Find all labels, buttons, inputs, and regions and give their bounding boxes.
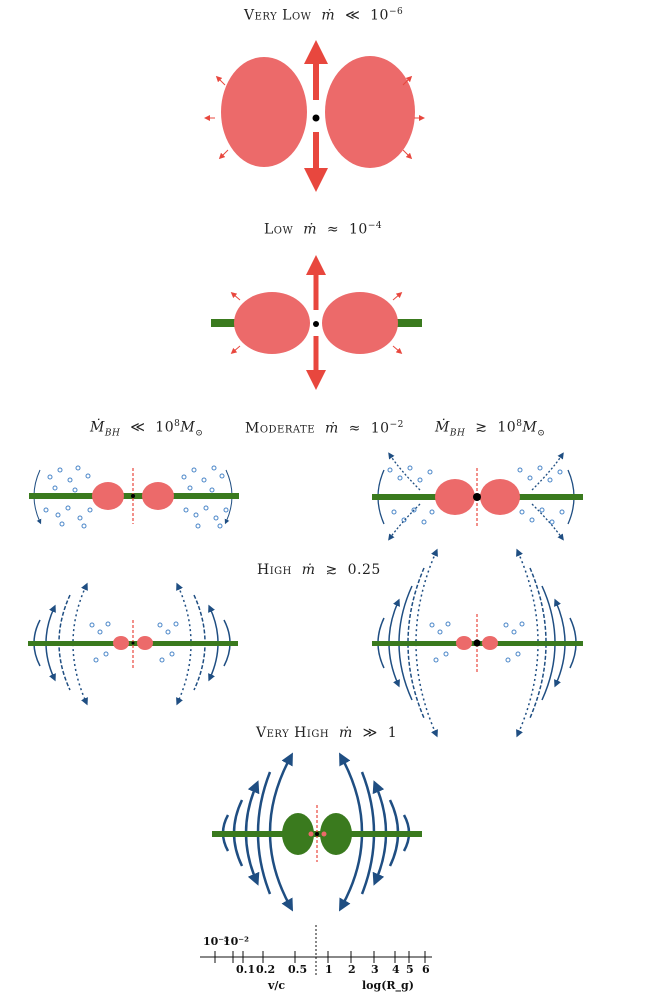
tick-label-r-3: 3 xyxy=(371,963,379,976)
torus-right xyxy=(325,56,415,168)
panel-moderate-left xyxy=(29,465,239,529)
mass-label-left: ṀBH ≪ 108M⊙ xyxy=(90,419,204,439)
regime-label-very-low: Very Low ṁ ≪ 10−6 xyxy=(244,7,404,24)
regime-label-high: High ṁ ≳ 0.25 xyxy=(257,562,381,578)
torus-right xyxy=(142,482,174,510)
black-hole xyxy=(312,114,320,122)
regime-label-low: Low ṁ ≈ 10−4 xyxy=(264,221,383,238)
disk-left xyxy=(211,319,243,327)
black-hole xyxy=(313,321,319,327)
torus-right xyxy=(480,479,520,515)
panel-very-high xyxy=(212,752,422,912)
tick-label-vc-0.5: 0.5 xyxy=(288,963,307,976)
panel-high-left xyxy=(28,582,238,706)
torus-left xyxy=(92,482,124,510)
green-torus-left xyxy=(282,813,314,855)
tick-label-r-5: 5 xyxy=(406,963,414,976)
tick-label-r-4: 4 xyxy=(392,963,400,976)
black-hole xyxy=(131,494,135,498)
clumps xyxy=(387,465,565,525)
black-hole xyxy=(473,493,481,501)
tick-label-vc-1e-2: 10⁻² xyxy=(223,935,249,948)
mass-label-right: ṀBH ≳ 108M⊙ xyxy=(435,419,546,439)
tick-label-r-6: 6 xyxy=(422,963,430,976)
regime-label-moderate: Moderate ṁ ≈ 10−2 xyxy=(245,420,404,437)
tick-label-r-2: 2 xyxy=(348,963,356,976)
axis-label-vc: v/c xyxy=(267,979,285,992)
torus-right xyxy=(322,292,398,354)
regime-label-very-high: Very High ṁ ≫ 1 xyxy=(256,725,398,741)
tick-label-vc-1e-3: 10⁻³ xyxy=(203,935,229,948)
disk-right xyxy=(392,319,422,327)
panel-low xyxy=(211,255,422,390)
axis-label-r: log(R_g) xyxy=(362,979,414,993)
tick-label-vc-0.2: 0.2 xyxy=(256,963,275,976)
scale-axis: 10⁻³ 10⁻² 0.1 0.2 0.5 v/c 1 2 3 4 5 6 lo… xyxy=(200,925,432,993)
torus-left xyxy=(435,479,475,515)
torus-left xyxy=(221,57,307,167)
panel-high-right xyxy=(372,548,583,738)
panel-very-low xyxy=(204,40,425,192)
torus-left xyxy=(234,292,310,354)
tick-label-r-1: 1 xyxy=(325,963,333,976)
clumps xyxy=(43,465,229,529)
panel-moderate-right xyxy=(372,452,583,541)
tick-label-vc-0.1: 0.1 xyxy=(236,963,255,976)
green-torus-right xyxy=(320,813,352,855)
